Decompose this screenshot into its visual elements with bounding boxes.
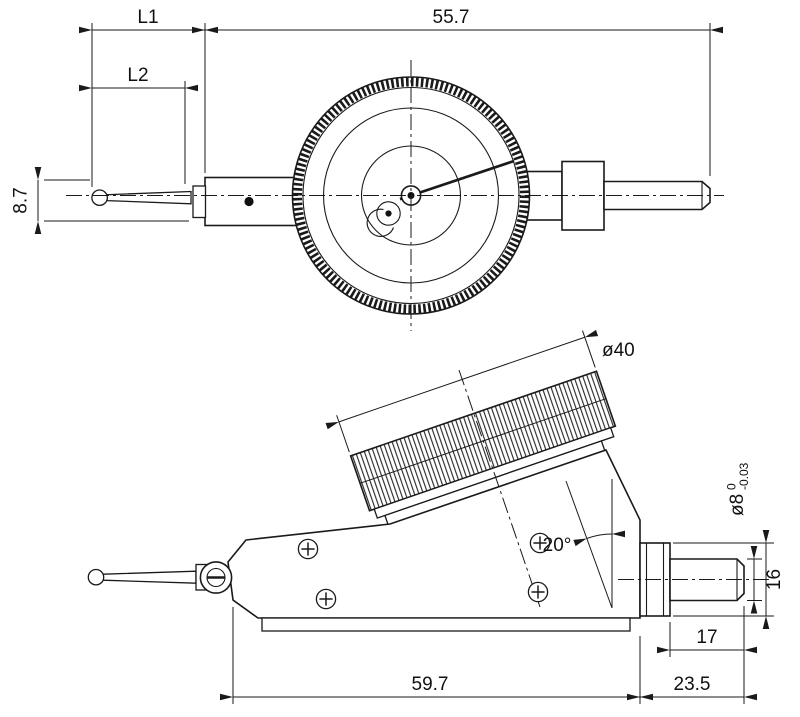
front-view: L1 55.7 L2 8.7 bbox=[11, 7, 724, 331]
dim-label-dia8: ø8 bbox=[727, 494, 748, 516]
dim-label-dia40: ø40 bbox=[602, 340, 635, 361]
side-view: ø40 20° bbox=[87, 329, 785, 704]
dim-label-16: 16 bbox=[764, 569, 785, 590]
side-dimension-lines bbox=[220, 530, 774, 704]
contact-ball bbox=[91, 189, 108, 207]
phillips-screw bbox=[315, 588, 337, 610]
dim-label-17: 17 bbox=[696, 627, 717, 648]
revolution-counter-dot bbox=[385, 210, 392, 217]
stylus-arm bbox=[106, 190, 192, 205]
dim-label-dia8-group: ø8 0 -0.03 bbox=[725, 462, 752, 516]
body-screws bbox=[297, 532, 551, 610]
dial-axis-centerline bbox=[458, 369, 541, 608]
dim-label-55-7: 55.7 bbox=[433, 7, 470, 28]
phillips-screw bbox=[297, 538, 319, 560]
angle-annotation bbox=[565, 479, 626, 609]
revolution-counter-dial bbox=[376, 201, 401, 226]
pivot-screw-inner bbox=[206, 567, 226, 588]
dim-label-20deg: 20° bbox=[543, 535, 572, 556]
angle-arc bbox=[573, 530, 626, 547]
body-bottom-plate bbox=[261, 617, 631, 632]
bezel-knurl-ring bbox=[293, 77, 529, 314]
counter-curl bbox=[366, 208, 395, 237]
stylus-clamp bbox=[192, 185, 207, 219]
pointer-needle bbox=[410, 159, 515, 197]
dim-label-8-7: 8.7 bbox=[11, 187, 32, 213]
dim-label-l2: L2 bbox=[127, 65, 148, 86]
phillips-screw bbox=[527, 581, 549, 603]
phillips-screw bbox=[529, 532, 551, 554]
dim-label-23-5: 23.5 bbox=[674, 674, 711, 695]
clamp-screw-dot bbox=[244, 196, 254, 207]
contact-ball-side bbox=[87, 568, 105, 586]
dim-label-59-7: 59.7 bbox=[412, 674, 449, 695]
dim-label-dia8-tol-upper: 0 bbox=[725, 483, 739, 490]
stylus-arm-side bbox=[102, 570, 197, 584]
dim-label-l1: L1 bbox=[137, 7, 158, 28]
bezel-body-block bbox=[204, 176, 306, 227]
dim-label-dia8-tol-lower: -0.03 bbox=[737, 462, 751, 490]
front-dimension-lines bbox=[34, 23, 723, 234]
